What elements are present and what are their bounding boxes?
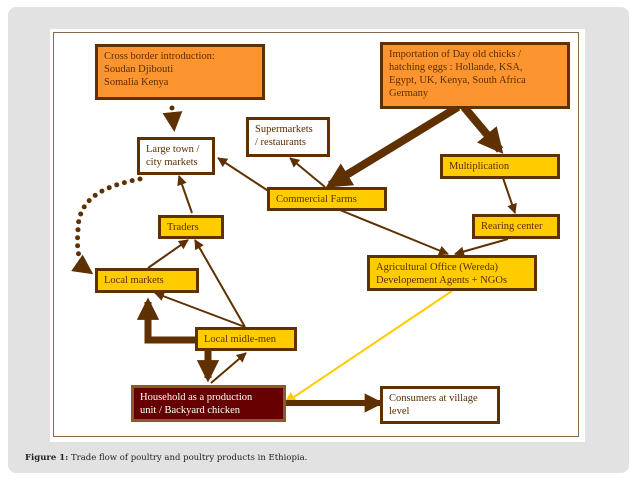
node-text-line: Rearing center [481, 221, 543, 232]
edge-commercialfarms-supermarkets [289, 157, 326, 188]
node-text-line: Germany [389, 88, 429, 99]
node-consumers: Consumers at village level [380, 386, 500, 424]
node-text-line: unit / Backyard chicken [140, 405, 241, 416]
node-text-line: Agricultural Office (Wereda) [376, 262, 498, 273]
node-text-line: Egypt, UK, Kenya, South Africa [389, 75, 526, 86]
caption-text: Trade flow of poultry and poultry produc… [68, 453, 308, 463]
node-text-line: city markets [146, 157, 198, 168]
node-local-markets: Local markets [95, 268, 199, 293]
edge-importation-multiplication [460, 104, 504, 154]
edge-localmarkets-traders [147, 239, 189, 269]
edge-rearing-agoffice [454, 238, 509, 257]
edge-importation-commercialfarms [325, 103, 461, 189]
edge-commercialfarms-largetown [217, 157, 271, 193]
node-text-line: / restaurants [255, 137, 307, 148]
node-multiplication: Multiplication [440, 154, 560, 179]
node-text-line: Multiplication [449, 161, 510, 172]
caption-label: Figure 1: [25, 453, 69, 463]
edge-commercialfarms-agoffice [339, 209, 449, 256]
edge-crossborder-largetown [162, 105, 183, 132]
node-text-line: Local midle-men [204, 334, 277, 345]
node-text-line: Supermarkets [255, 124, 313, 135]
node-cross-border: Cross border introduction: Soudan Djibou… [95, 44, 265, 100]
node-supermarkets: Supermarkets / restaurants [246, 117, 330, 157]
node-text-line: Developement Agents + NGOs [376, 275, 508, 286]
edge-household-localmarkets [136, 297, 210, 344]
edge-multiplication-rearing [502, 177, 517, 214]
edge-middlemen-localmarkets [154, 291, 246, 328]
edge-household-middlemen [210, 352, 247, 384]
node-text-line: level [389, 406, 410, 417]
edge-traders-largetown [177, 175, 193, 214]
node-text-line: Traders [167, 222, 199, 233]
node-household: Household as a production unit / Backyar… [131, 385, 286, 422]
node-commercial-farms: Commercial Farms [267, 187, 387, 211]
node-text-line: Soudan Djibouti [104, 64, 174, 75]
figure-caption: Figure 1: Trade flow of poultry and poul… [25, 453, 307, 463]
node-text-line: Commercial Farms [276, 194, 357, 205]
node-local-middlemen: Local midle-men [195, 327, 297, 351]
node-text-line: Large town / [146, 144, 200, 155]
node-large-town: Large town / city markets [137, 137, 215, 175]
node-text-line: Local markets [104, 275, 164, 286]
node-rearing-center: Rearing center [472, 214, 560, 239]
node-agricultural-office: Agricultural Office (Wereda) Developemen… [367, 255, 537, 291]
node-text-line: Household as a production [140, 392, 253, 403]
edge-largetown-localmarkets [71, 176, 143, 275]
edge-agoffice-household [284, 290, 453, 404]
node-importation: Importation of Day old chicks / hatching… [380, 42, 570, 109]
node-text-line: Importation of Day old chicks / [389, 49, 522, 60]
node-text-line: hatching eggs : Hollande, KSA, [389, 62, 523, 73]
node-text-line: Cross border introduction: [104, 51, 215, 62]
node-text-line: Somalia Kenya [104, 77, 169, 88]
edge-middlemen-traders [194, 239, 246, 328]
node-traders: Traders [158, 215, 224, 239]
node-text-line: Consumers at village [389, 393, 478, 404]
